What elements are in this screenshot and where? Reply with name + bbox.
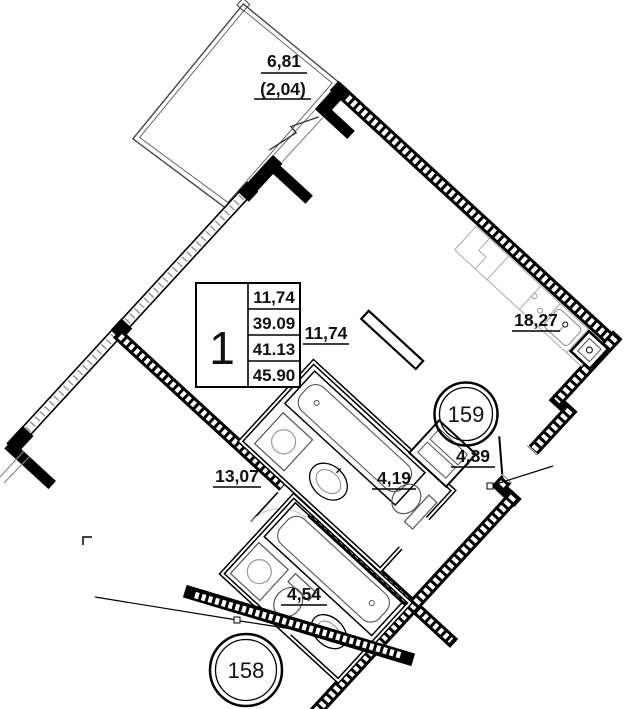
unit-number: 1 [209,322,235,374]
table-value-1: 11,74 [253,288,295,307]
adjacent-wall-segment [182,584,416,667]
party-wall-stub [4,440,56,490]
table-value-3: 41.13 [253,340,296,359]
table-value-4: 45.90 [253,366,296,385]
entry-door-opening [500,444,540,486]
kitchen-counter [453,225,610,371]
neighbor-glazing [0,450,30,484]
exterior-wall-top [329,80,619,349]
apartment-number-159: 159 [448,402,485,427]
corridor-partition-wall [359,309,425,371]
kitchen-sink [543,308,582,346]
room-door-leaf [250,491,279,523]
stove [568,329,610,371]
area-labels: 6,81 (2,04) 11,74 18,27 13,07 4,19 4,89 … [213,51,560,606]
wardrobe [407,418,478,489]
window-wall-left [4,181,259,490]
entry-door-leaf [498,436,504,475]
hall-area-label: 4,89 [456,446,490,466]
balcony-door-leaf [268,116,320,151]
corridor-area-label: 11,74 [305,323,348,343]
bathroom-door-opening [396,515,432,552]
room-door-swing [250,508,307,523]
exterior-wall-balcony-side [243,81,355,204]
balcony-area-label: 6,81 [267,51,301,71]
balcony-reduced-area-label: (2,04) [260,79,306,99]
bathtub-2 [263,501,404,637]
bathroom-area-label: 4,19 [377,468,411,488]
wall-pier-stub-lower [263,157,313,204]
window-glazing-hatch [12,189,250,446]
dimension-corner-tick [82,536,92,545]
window-pier-top [237,181,259,202]
wall-pier-stub-upper [314,101,355,140]
apartment-number-158: 158 [228,658,265,683]
fridge [474,238,490,270]
balcony-corner-post [236,0,251,12]
sink [308,462,348,501]
washing-machine [253,411,314,472]
kitchen-area-label: 18,27 [514,310,558,330]
leader-lines [94,465,554,630]
exterior-wall-right-stepped [308,330,623,709]
living-room-area-label: 13,07 [215,466,259,486]
apartment-number-circle-158: 158 [208,632,284,708]
washing-machine-2 [229,541,290,602]
balcony-outline [131,0,341,211]
toilet [391,483,438,530]
wc-area-label: 4,54 [287,584,321,604]
apartment-number-circle-159: 159 [433,381,499,447]
table-value-2: 39.09 [253,314,296,333]
area-table: 1 11,74 39.09 41.13 45.90 [195,282,301,388]
